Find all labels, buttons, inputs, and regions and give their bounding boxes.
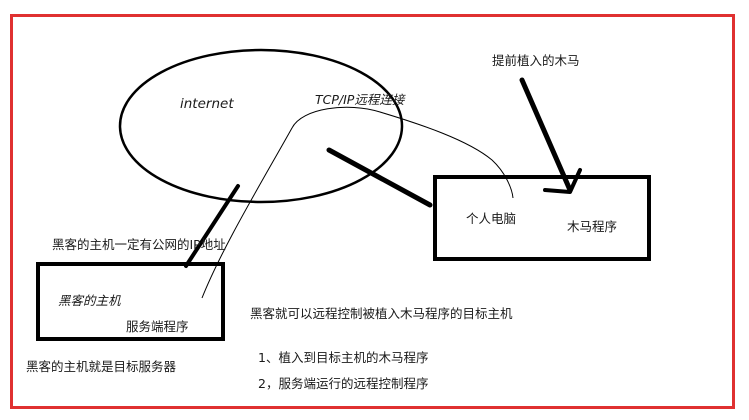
trojan-program-label: 木马程序 — [567, 219, 618, 234]
internet-ellipse — [118, 48, 404, 204]
note-2: 2，服务端运行的远程控制程序 — [258, 376, 429, 391]
red-frame — [10, 14, 735, 409]
preinstalled-trojan-label: 提前植入的木马 — [492, 53, 580, 68]
server-program-label: 服务端程序 — [126, 319, 189, 334]
internet-label: internet — [180, 96, 234, 112]
internet-to-host-line — [184, 184, 240, 268]
note-1: 1、植入到目标主机的木马程序 — [258, 350, 429, 365]
hacker-host-box — [36, 262, 225, 341]
public-ip-label: 黑客的主机一定有公网的IP地址 — [52, 237, 226, 252]
tcp-connection-curve — [201, 106, 514, 299]
personal-computer-box — [433, 175, 651, 261]
preinstalled-arrow-head — [543, 168, 582, 194]
personal-computer-label: 个人电脑 — [466, 211, 517, 226]
internet-to-pc-line — [326, 147, 433, 208]
remote-control-label: 黑客就可以远程控制被植入木马程序的目标主机 — [250, 306, 513, 321]
hacker-host-label: 黑客的主机 — [58, 293, 121, 308]
target-server-label: 黑客的主机就是目标服务器 — [26, 359, 177, 374]
preinstalled-arrow-shaft — [519, 77, 573, 193]
tcp-connection-label: TCP/IP远程连接 — [315, 92, 405, 107]
